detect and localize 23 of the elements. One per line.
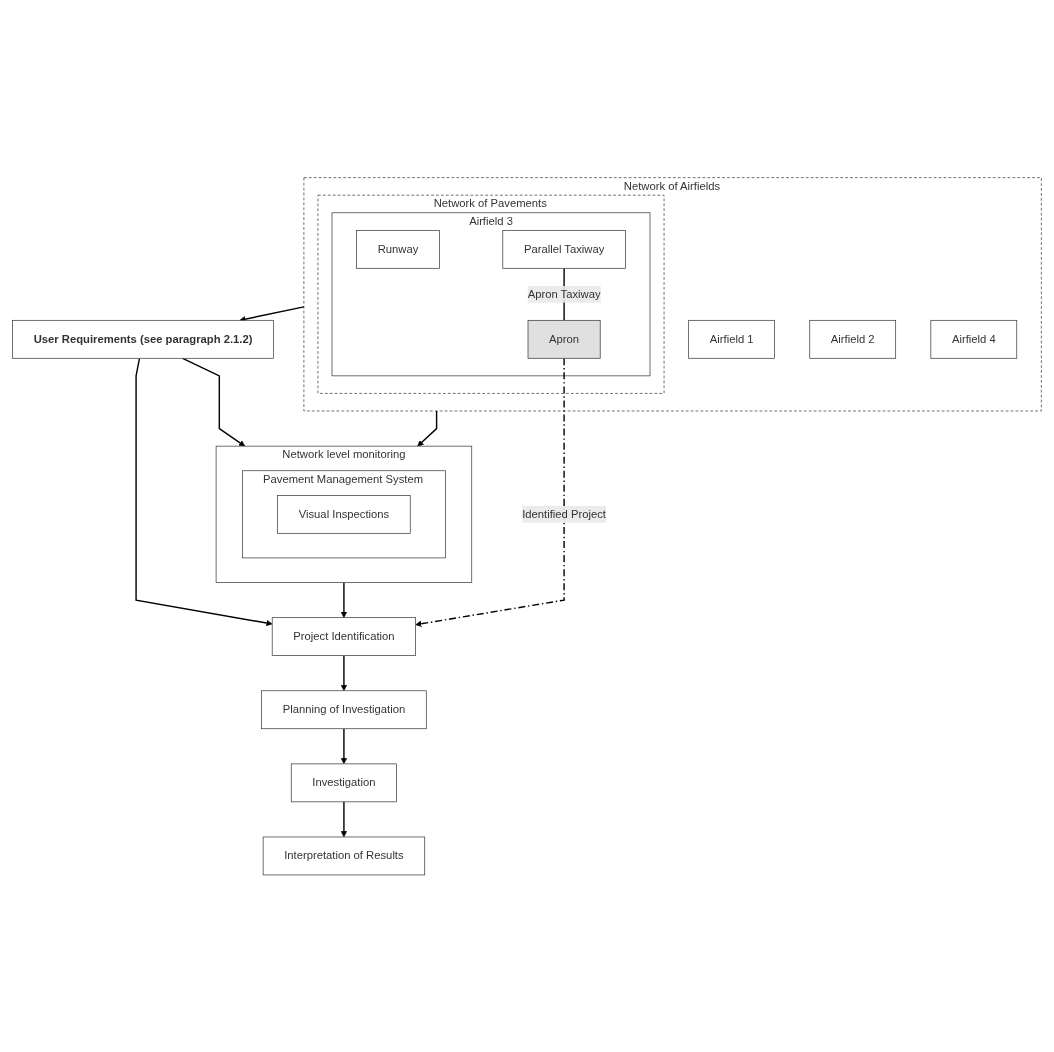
arrow: [415, 357, 565, 627]
arrow: [135, 357, 273, 626]
arrow: [340, 800, 347, 837]
arrow: [417, 410, 438, 447]
node-box: Apron: [527, 319, 601, 359]
arrow: [340, 581, 347, 618]
arrow: [340, 654, 347, 691]
node-box: Interpretation of Results: [262, 836, 426, 875]
node-box: Airfield 4: [930, 319, 1018, 359]
edge-label: Identified Project: [522, 507, 606, 520]
node-box: Investigation: [290, 763, 397, 802]
node-box: Planning of Investigation: [261, 690, 427, 729]
node-box: Runway: [356, 229, 440, 269]
arrow: [181, 357, 246, 447]
node-box: Project Identification: [271, 617, 416, 656]
node-box: Airfield 1: [688, 319, 775, 359]
node-box: Parallel Taxiway: [502, 229, 626, 269]
node-box: User Requirements (see paragraph 2.1.2): [12, 319, 274, 359]
edge-label: Apron Taxiway: [527, 287, 601, 300]
arrow: [239, 305, 305, 322]
arrow: [340, 727, 347, 764]
node-box: Visual Inspections: [277, 494, 411, 534]
node-box: Airfield 2: [809, 319, 897, 359]
